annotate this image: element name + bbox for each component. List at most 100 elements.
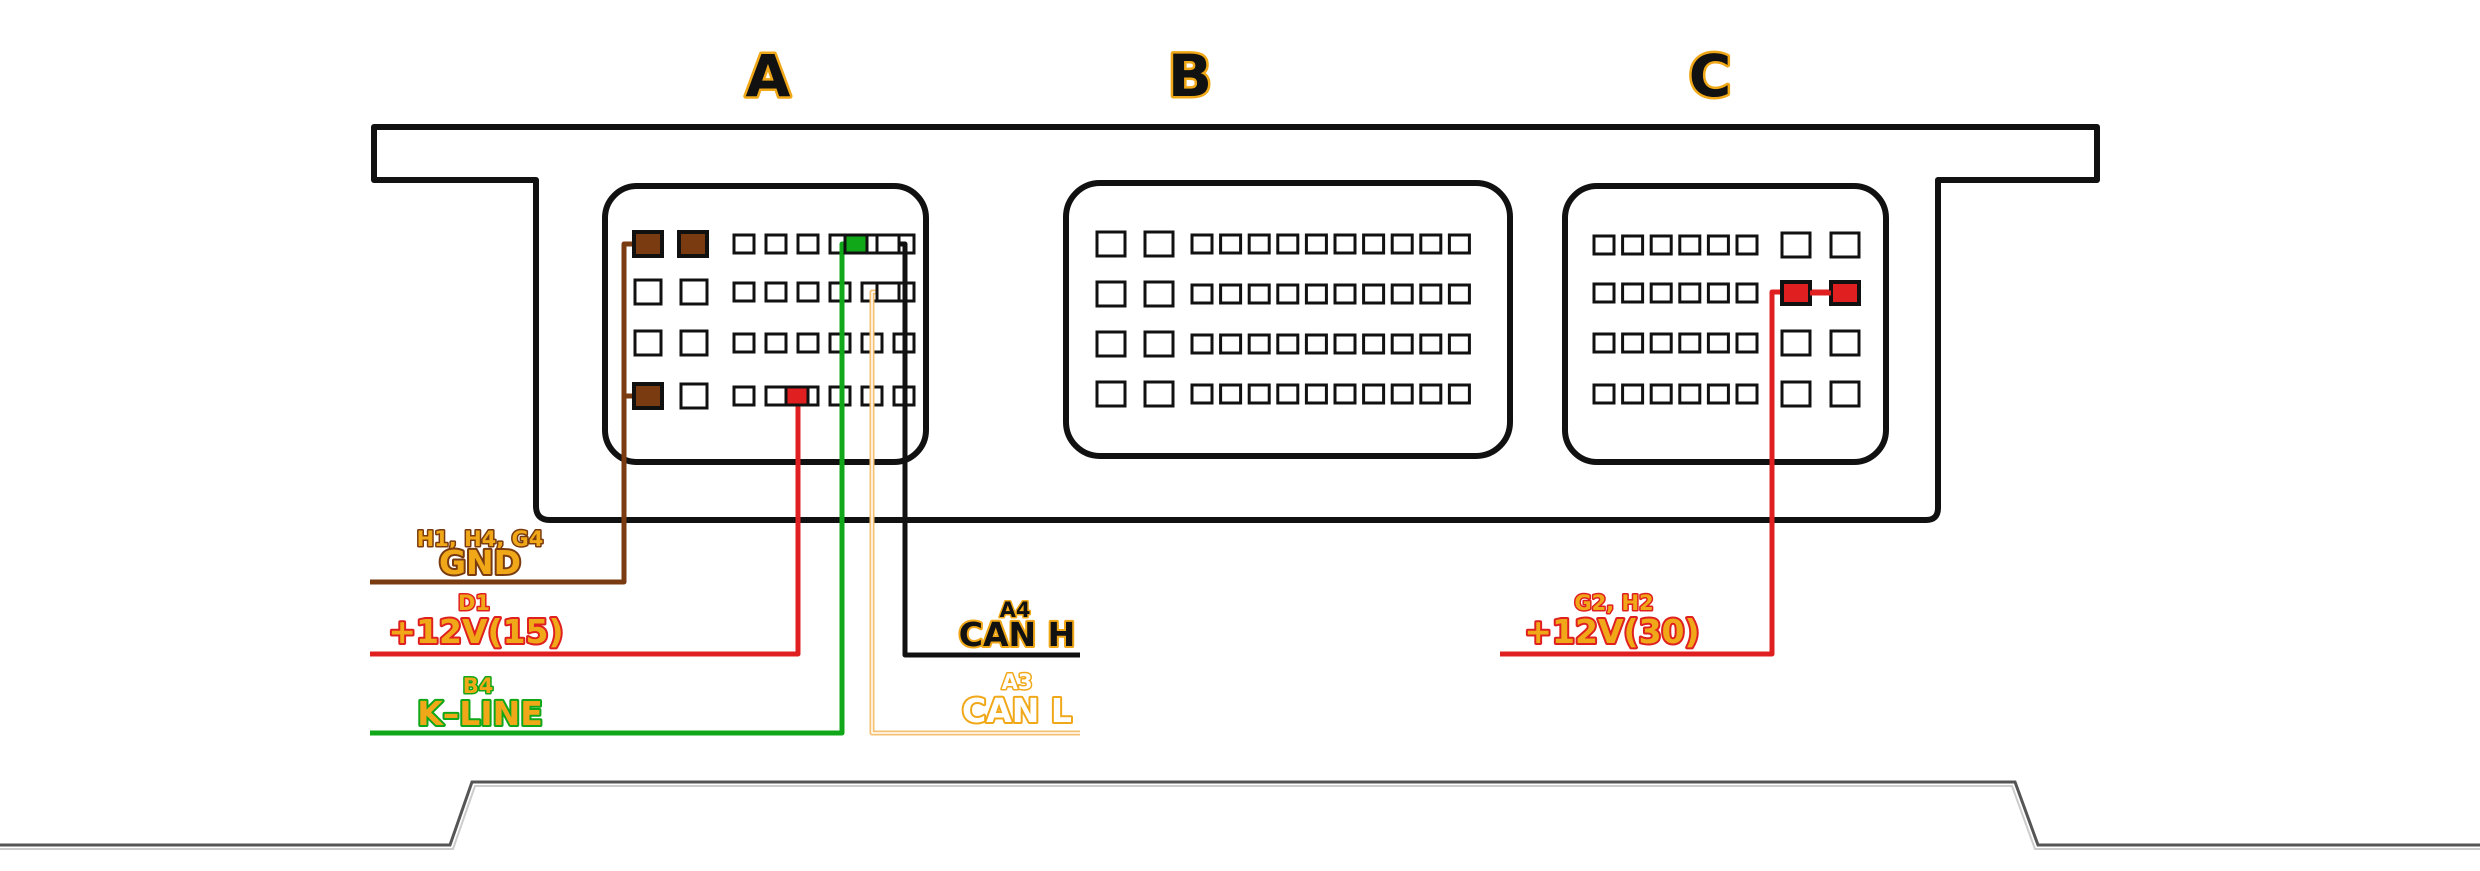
pin [1621,383,1645,405]
pin [1678,383,1702,405]
pin [1649,234,1673,256]
pin [1304,383,1328,405]
pin-a-d1 [784,385,810,407]
pin [1678,282,1702,304]
pin [1447,383,1471,405]
pin [1247,233,1271,255]
pin [1190,283,1214,305]
gnd-pins-label: H1, H4, G4 [417,527,544,551]
pin [1735,383,1759,405]
canh-name-label: CAN H [959,615,1075,654]
pin [1447,333,1471,355]
pin [1419,233,1443,255]
pin [796,281,820,303]
pin [1095,280,1127,308]
pin [1678,332,1702,354]
pin [1143,280,1175,308]
pin [1304,333,1328,355]
pin [1219,333,1243,355]
pin-a-h1 [632,230,664,258]
pin-a-a4 [875,233,901,255]
pin [1333,333,1357,355]
pin [796,332,820,354]
v15-pins-label: D1 [458,591,490,615]
pin [633,278,663,306]
pin [1592,332,1616,354]
pin [1735,282,1759,304]
canh-pins-label: A4 [1000,598,1031,622]
pin [1247,333,1271,355]
connector-b-pins [1095,230,1471,408]
connector-a-title: A [746,42,791,110]
pin [1592,282,1616,304]
connector-b-title: B [1168,42,1212,110]
pin [1190,333,1214,355]
pin [732,281,756,303]
pin [1592,234,1616,256]
pin [1276,283,1300,305]
pin [1362,233,1386,255]
pin [633,329,663,357]
pin [1143,380,1175,408]
canl-name-label: CAN L [962,691,1072,730]
pin [1143,230,1175,258]
pin [1735,234,1759,256]
highlighted-pins [632,230,1861,410]
pin [1447,233,1471,255]
pin [1333,233,1357,255]
pin [764,332,788,354]
pin [1390,333,1414,355]
pin-c-h2 [1829,280,1861,306]
pin [1276,333,1300,355]
pin [1390,233,1414,255]
pin [1219,283,1243,305]
pin [1678,234,1702,256]
pin-a-a3 [875,281,901,303]
pin [1649,282,1673,304]
pin [1419,383,1443,405]
pin [1304,283,1328,305]
ecu-base-plate [0,780,2480,847]
pin [1621,234,1645,256]
pin [679,278,709,306]
ecu-base-plate-shadow [0,785,2480,850]
pin-a-h4 [677,230,709,258]
connector-c-title: C [1689,42,1732,110]
pin [1829,329,1861,357]
pin [1419,333,1443,355]
pin [1780,380,1812,408]
pin [1247,283,1271,305]
pin [1706,383,1730,405]
pin [1621,282,1645,304]
pin [1419,283,1443,305]
kline-name-label: K–LINE [417,694,543,733]
pin [1190,383,1214,405]
pin [1649,332,1673,354]
pin [764,385,788,407]
wire-12v15 [370,396,801,657]
pin [1095,230,1127,258]
connector-c-housing [1562,183,1889,465]
pin [1304,233,1328,255]
pin [1649,383,1673,405]
gnd-name-label: GND [439,543,521,582]
pin [1276,233,1300,255]
pin [1362,283,1386,305]
pin [764,281,788,303]
pin [1143,330,1175,358]
pin [732,233,756,255]
pin-c-g2 [1780,280,1812,306]
pin [732,332,756,354]
pin [1362,333,1386,355]
v15-name-label: +12V(15) [388,612,563,651]
kline-pins-label: B4 [463,674,494,698]
pin [1829,231,1861,259]
pin [1390,383,1414,405]
pin [1706,332,1730,354]
pin [679,329,709,357]
pin [1333,383,1357,405]
pin [1276,383,1300,405]
connector-b-housing [1063,180,1513,459]
pin [1447,283,1471,305]
